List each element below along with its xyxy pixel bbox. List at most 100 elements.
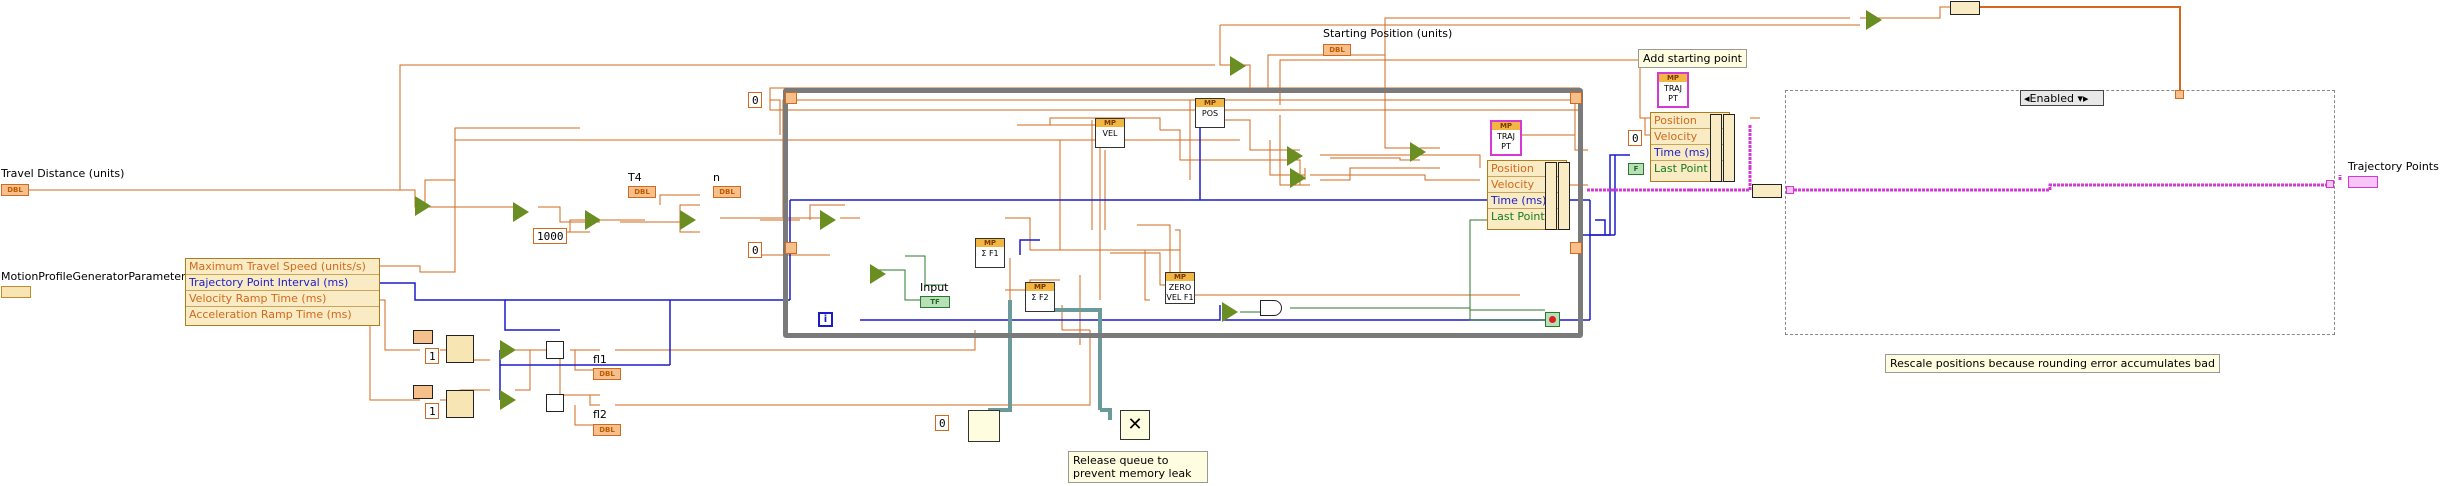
compare-node-top[interactable] <box>1230 56 1246 76</box>
quotient-node-a[interactable] <box>446 335 474 363</box>
build-array-outer[interactable] <box>1710 114 1722 182</box>
motion-params-terminal[interactable] <box>1 286 31 298</box>
add-node-top[interactable] <box>1866 10 1882 30</box>
subvi-traj-outer-header: MP <box>1659 74 1687 82</box>
abs-node[interactable] <box>415 196 431 216</box>
selector-right-arrow-icon[interactable]: ▸ <box>2083 92 2089 105</box>
round-node-b[interactable] <box>546 394 564 412</box>
label-t4: T4 <box>628 171 642 184</box>
subvi-sum-f2-header: MP <box>1026 283 1054 291</box>
release-queue-node[interactable]: ✕ <box>1120 410 1150 440</box>
greater-than-node[interactable] <box>870 264 886 284</box>
disable-structure[interactable] <box>1785 90 2335 335</box>
divide-node-c[interactable] <box>500 340 516 360</box>
multiply-node-b[interactable] <box>1290 168 1306 188</box>
loop-stop-terminal[interactable] <box>1545 312 1560 327</box>
label-motion-params: MotionProfileGeneratorParameters <box>1 270 192 283</box>
comment-add-starting-point: Add starting point <box>1638 49 1747 68</box>
structure-selector[interactable]: ◂Enabled ▾▸ <box>2020 90 2104 106</box>
t4-indicator[interactable]: DBL <box>628 186 656 198</box>
traj-inner-position: Position <box>1488 161 1566 177</box>
label-input: Input <box>920 281 949 294</box>
divide-node-a[interactable] <box>513 202 529 222</box>
disable-tunnel-pink-right[interactable] <box>2326 180 2334 188</box>
subvi-traj-inner-body: TRAJ PT <box>1497 132 1515 151</box>
n-indicator[interactable]: DBL <box>713 186 741 198</box>
multiply-node-a[interactable] <box>585 210 601 230</box>
quotient-node-b[interactable] <box>446 390 474 418</box>
selector-left-arrow-icon[interactable]: ◂ <box>2024 92 2030 105</box>
subvi-sum-f1-header: MP <box>976 239 1004 247</box>
last-point-false-constant[interactable]: F <box>1628 163 1644 175</box>
divide-node-b[interactable] <box>680 210 696 230</box>
unbundle-motion-params[interactable]: Maximum Travel Speed (units/s) Trajector… <box>185 258 380 326</box>
obtain-queue-node[interactable] <box>968 410 1000 442</box>
param-point-interval: Trajectory Point Interval (ms) <box>186 275 379 291</box>
trajectory-points-indicator[interactable] <box>2348 176 2378 188</box>
travel-distance-terminal[interactable]: DBL <box>1 184 29 196</box>
compare-node-a[interactable] <box>1287 146 1303 166</box>
while-loop[interactable] <box>783 88 1583 338</box>
round-node-a[interactable] <box>546 341 564 359</box>
traj-outer-velocity: Velocity <box>1651 129 1729 145</box>
fl2-indicator[interactable]: DBL <box>593 424 621 436</box>
shift-register-right-a[interactable] <box>1570 92 1582 104</box>
traj-inner-velocity: Velocity <box>1488 177 1566 193</box>
add-node-inner[interactable] <box>1410 142 1426 162</box>
label-starting-position: Starting Position (units) <box>1323 27 1453 40</box>
disable-tunnel-pink-left[interactable] <box>1786 186 1794 194</box>
disable-tunnel-orange[interactable] <box>2175 90 2184 99</box>
selector-dropdown-icon[interactable]: ▾ <box>2073 92 2084 105</box>
constant-1000[interactable]: 1000 <box>533 228 567 244</box>
comment-release-queue: Release queue to prevent memory leak <box>1068 451 1208 483</box>
insert-into-array-node[interactable] <box>1752 184 1782 198</box>
subvi-zero-vel-body: ZERO VEL F1 <box>1166 283 1194 302</box>
starting-position-terminal[interactable]: DBL <box>1323 44 1351 56</box>
divide-node-d[interactable] <box>500 390 516 410</box>
constant-one-a[interactable]: 1 <box>425 348 439 364</box>
traj-outer-position: Position <box>1651 113 1729 129</box>
subvi-sum-f2-body: Σ F2 <box>1031 293 1049 302</box>
equal-node[interactable] <box>1222 302 1238 322</box>
fl1-indicator[interactable]: DBL <box>593 368 621 380</box>
increment-node[interactable] <box>820 210 836 230</box>
build-array-inner[interactable] <box>1545 162 1557 230</box>
label-n: n <box>713 171 720 184</box>
input-bool-terminal[interactable]: TF <box>920 296 950 308</box>
shift-register-right-b[interactable] <box>1570 242 1582 254</box>
subvi-traj-outer[interactable]: MP TRAJ PT <box>1657 72 1689 108</box>
subvi-zero-vel[interactable]: MP ZERO VEL F1 <box>1165 272 1195 304</box>
label-travel-distance: Travel Distance (units) <box>1 167 125 180</box>
subvi-pos-header: MP <box>1196 99 1224 107</box>
label-trajectory-points: Trajectory Points <box>2348 160 2439 173</box>
param-max-speed: Maximum Travel Speed (units/s) <box>186 259 379 275</box>
build-array-outer-b[interactable] <box>1723 114 1735 182</box>
shift-register-left-b[interactable] <box>785 242 797 254</box>
constant-zero-d[interactable]: 0 <box>1628 130 1642 146</box>
subvi-traj-inner[interactable]: MP TRAJ PT <box>1490 120 1522 156</box>
subvi-sum-f1[interactable]: MP Σ F1 <box>975 238 1005 268</box>
constant-zero-a[interactable]: 0 <box>748 92 762 108</box>
release-queue-icon: ✕ <box>1127 414 1143 435</box>
shift-register-left-a[interactable] <box>785 92 797 104</box>
to-dbl-node-b[interactable] <box>413 385 433 399</box>
traj-inner-time: Time (ms) <box>1488 193 1566 209</box>
subvi-traj-outer-body: TRAJ PT <box>1664 84 1682 103</box>
and-node[interactable] <box>1260 300 1282 316</box>
to-dbl-node-a[interactable] <box>413 330 433 344</box>
constant-one-b[interactable]: 1 <box>425 403 439 419</box>
loop-iteration-terminal: i <box>818 312 833 327</box>
subvi-sum-f1-body: Σ F1 <box>981 249 999 258</box>
subvi-vel-header: MP <box>1096 119 1124 127</box>
subvi-sum-f2[interactable]: MP Σ F2 <box>1025 282 1055 312</box>
subvi-vel[interactable]: MP VEL <box>1095 118 1125 148</box>
constant-zero-c[interactable]: 0 <box>935 415 949 431</box>
top-array-node[interactable] <box>1950 1 1980 15</box>
build-array-inner-b[interactable] <box>1558 162 1570 230</box>
subvi-pos[interactable]: MP POS <box>1195 98 1225 128</box>
traj-inner-last-point: Last Point <box>1491 210 1545 223</box>
constant-zero-b[interactable]: 0 <box>748 242 762 258</box>
label-fl1: fl1 <box>593 353 607 366</box>
comment-rescale: Rescale positions because rounding error… <box>1885 354 2220 373</box>
